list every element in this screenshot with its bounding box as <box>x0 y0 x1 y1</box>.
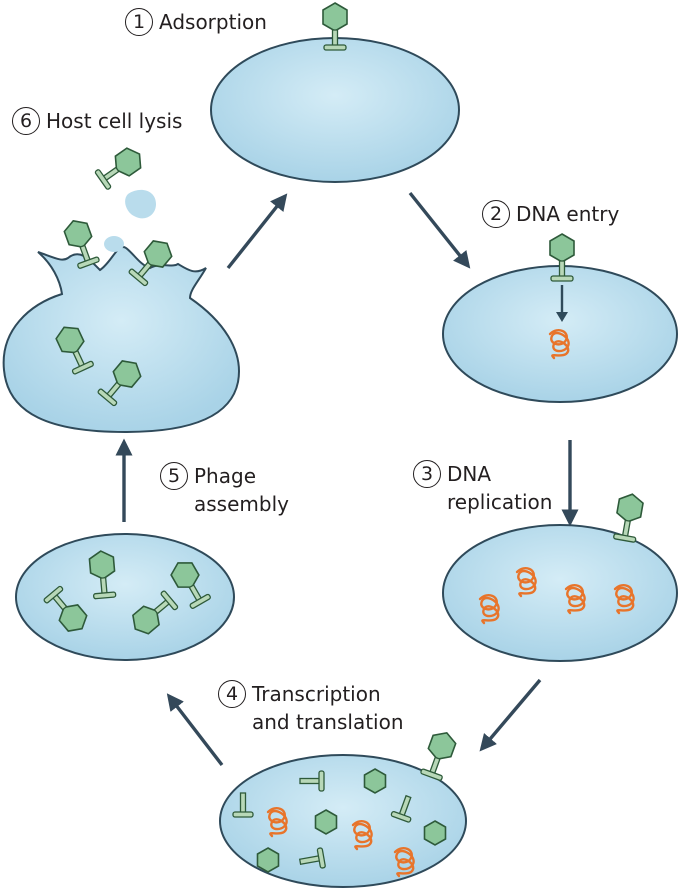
step-4-number: 4 <box>218 680 246 708</box>
step-4-text: Transcription <box>252 682 381 706</box>
arrow-6-to-1 <box>226 193 288 270</box>
step-1-text: Adsorption <box>159 10 267 34</box>
step-6-number: 6 <box>12 107 40 135</box>
cell-phage-assembly <box>15 533 235 661</box>
cell-host-lysis <box>2 143 240 434</box>
arrow-1-to-2 <box>408 191 471 269</box>
step-3-text: DNA <box>447 462 492 486</box>
cell-adsorption <box>210 2 460 183</box>
step-6-text: Host cell lysis <box>46 109 183 133</box>
step-4-text-line2: and translation <box>252 710 404 734</box>
step-2-number: 2 <box>482 200 510 228</box>
cell-dna-replication <box>442 491 678 662</box>
arrow-3-to-4 <box>479 678 542 752</box>
arrow-4-to-5 <box>166 693 224 767</box>
step-5-text: Phage <box>194 464 256 488</box>
step-3-text-line2: replication <box>447 490 553 514</box>
step-2-text: DNA entry <box>516 202 620 226</box>
step-3-number: 3 <box>413 460 441 488</box>
cell-transcription-translation <box>219 727 467 888</box>
step-1-number: 1 <box>125 8 153 36</box>
step-5-text-line2: assembly <box>194 492 289 516</box>
cell-dna-entry <box>442 233 678 403</box>
step-5-number: 5 <box>160 462 188 490</box>
cycle-arrows <box>115 191 579 767</box>
